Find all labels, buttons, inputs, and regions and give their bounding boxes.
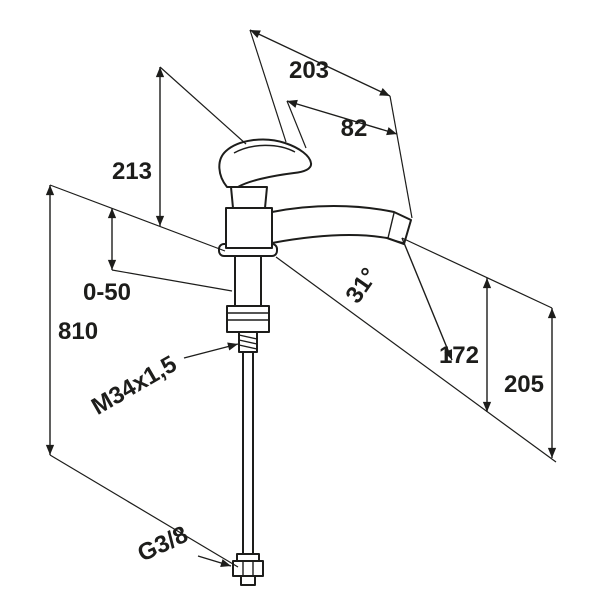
- lever-handle: [218, 138, 313, 188]
- label-spout-angle: 31°: [340, 263, 383, 308]
- dimension-outlet-offset: 82: [286, 99, 398, 149]
- mounting-shank: [234, 255, 262, 307]
- dim-label-body-height: 213: [112, 158, 152, 185]
- dim-label-spout-reach: 203: [289, 57, 329, 84]
- connector-fitting: [232, 553, 264, 586]
- dimension-spout-height: 205: [504, 308, 557, 458]
- label-connection-thread: G3/8: [134, 521, 193, 567]
- spout-outlet: [387, 212, 395, 239]
- deck-plane-reference-line-right: [275, 256, 557, 463]
- dimension-body-height: 213: [112, 66, 247, 226]
- thread-section: [238, 331, 258, 353]
- supply-pipe: [242, 351, 254, 555]
- dim-label-spout-height: 205: [504, 371, 544, 398]
- dim-label-mounting-range: 0-50: [83, 279, 131, 306]
- deck-plane-reference-line: [49, 184, 226, 252]
- callout-thread-size: M34x1,5: [87, 342, 239, 421]
- cartridge-cap: [230, 186, 268, 209]
- aerator-face: [388, 238, 405, 244]
- dimension-mounting-range: 0-50: [83, 208, 233, 306]
- dim-label-outlet-height: 172: [439, 342, 479, 369]
- dim-label-hose-length: 810: [58, 318, 98, 345]
- spout: [271, 205, 412, 245]
- faucet-illustration: [218, 138, 412, 586]
- dimension-spout-reach: 203: [249, 29, 413, 219]
- callout-connection-thread: G3/8: [134, 521, 232, 567]
- mounting-nut: [226, 305, 270, 333]
- dimension-hose-length: 810: [45, 185, 239, 568]
- label-thread-size: M34x1,5: [87, 350, 181, 420]
- dimension-outlet-height: 172: [439, 278, 492, 412]
- dim-label-outlet-offset: 82: [341, 115, 368, 142]
- faucet-body: [225, 207, 273, 249]
